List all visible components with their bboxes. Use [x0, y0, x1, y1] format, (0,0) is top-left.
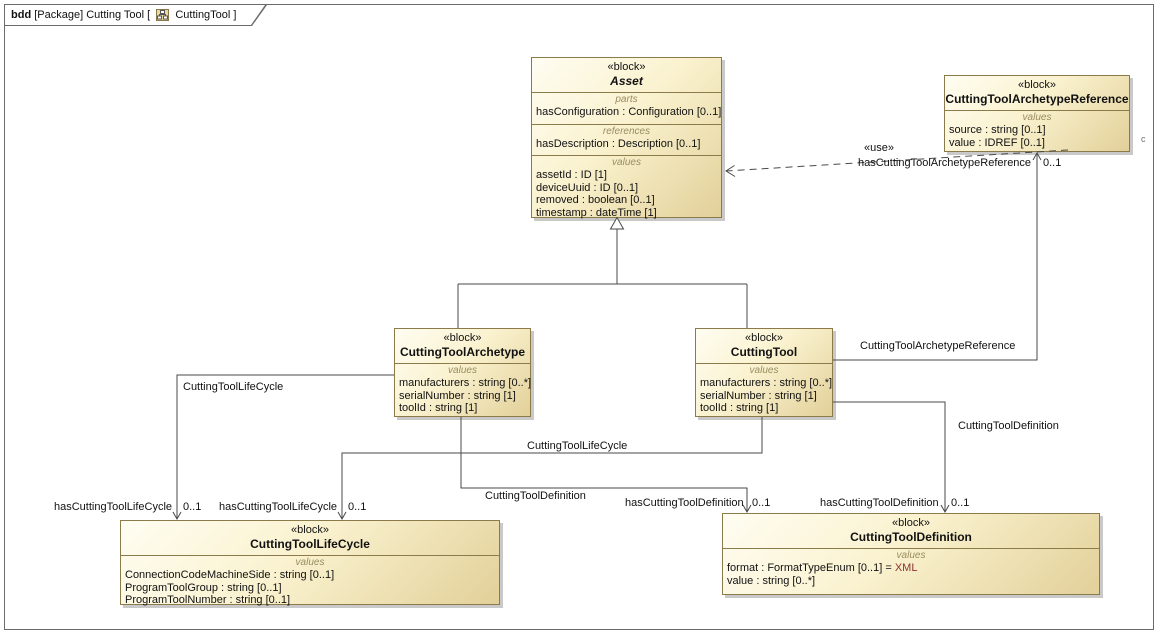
frame-tab-title: bdd [Package] Cutting Tool [ CuttingTool…: [5, 5, 265, 25]
block-cutting-tool[interactable]: «block» CuttingTool values manufacturers…: [695, 328, 833, 417]
role-label[interactable]: hasCuttingToolDefinition: [820, 497, 939, 509]
attribute-row[interactable]: source : string [0..1]: [949, 124, 1046, 136]
block-header: «block» Asset: [532, 58, 721, 89]
attribute-row[interactable]: toolId : string [1]: [700, 402, 779, 414]
attribute-row[interactable]: removed : boolean [0..1]: [536, 194, 655, 206]
attribute-row[interactable]: timestamp : dateTime [1]: [536, 206, 657, 219]
block-header: «block» CuttingToolArchetype: [395, 329, 530, 360]
block-cutting-tool-archetype[interactable]: «block» CuttingToolArchetype values manu…: [394, 328, 531, 417]
role-label[interactable]: hasCuttingToolLifeCycle: [54, 501, 173, 513]
attribute-row[interactable]: format : FormatTypeEnum [0..1] = XML: [723, 562, 1099, 575]
diagram-frame: [4, 4, 1154, 630]
attribute-row[interactable]: value : IDREF [0..1]: [949, 136, 1045, 149]
block-name: Asset: [610, 74, 643, 88]
parts-compartment: parts hasConfiguration : Configuration […: [532, 92, 721, 121]
multiplicity-label[interactable]: 0..1: [1043, 157, 1062, 169]
values-compartment: values ConnectionCodeMachineSide : strin…: [121, 555, 499, 609]
attribute-row[interactable]: ConnectionCodeMachineSide : string [0..1…: [125, 569, 335, 581]
diagram-icon: [156, 9, 169, 21]
association-name-label[interactable]: CuttingToolLifeCycle: [527, 440, 628, 452]
attribute-text: format : FormatTypeEnum [0..1] =: [727, 562, 895, 574]
attribute-row[interactable]: manufacturers : string [0..*]: [399, 377, 532, 389]
use-stereotype-label[interactable]: «use»: [864, 142, 894, 154]
block-name: CuttingToolDefinition: [850, 530, 972, 544]
attribute-row[interactable]: hasConfiguration : Configuration [0..1]: [536, 106, 722, 118]
attribute-row[interactable]: assetId : ID [1]: [536, 169, 607, 181]
compartment-label: values: [749, 365, 779, 376]
stereotype-label: «block»: [607, 61, 646, 73]
values-compartment: values assetId : ID [1] deviceUuid : ID …: [532, 155, 721, 221]
attribute-default-value: XML: [894, 562, 918, 574]
block-cutting-tool-life-cycle[interactable]: «block» CuttingToolLifeCycle values Conn…: [120, 520, 500, 606]
block-cutting-tool-archetype-reference[interactable]: «block» CuttingToolArchetypeReference va…: [944, 75, 1130, 152]
attribute-row[interactable]: ProgramToolGroup : string [0..1]: [125, 581, 282, 594]
block-name: CuttingTool: [730, 345, 798, 359]
compartment-label: references: [602, 125, 651, 137]
block-name: CuttingToolArchetype: [399, 345, 526, 359]
block-asset[interactable]: «block» Asset parts hasConfiguration : C…: [531, 57, 722, 221]
attribute-row[interactable]: value : string [0..*]: [727, 574, 816, 587]
frame-tab: bdd [Package] Cutting Tool [ CuttingTool…: [5, 5, 267, 26]
values-compartment: values manufacturers : string [0..*] ser…: [395, 363, 532, 417]
compartment-label: values: [295, 557, 325, 568]
diagram-name-label: CuttingTool ]: [172, 9, 237, 21]
compartment-label: parts: [615, 94, 638, 105]
attribute-row[interactable]: deviceUuid : ID [0..1]: [536, 181, 639, 194]
multiplicity-label[interactable]: 0..1: [183, 501, 202, 513]
stereotype-label: «block»: [291, 524, 329, 536]
multiplicity-label[interactable]: 0..1: [348, 501, 367, 513]
stereotype-label: «block»: [1018, 79, 1056, 91]
corner-mark: c: [1141, 134, 1146, 144]
block-name: CuttingToolArchetypeReference: [945, 92, 1129, 106]
multiplicity-label[interactable]: 0..1: [752, 497, 771, 509]
attribute-row[interactable]: ProgramToolNumber : string [0..1]: [125, 594, 291, 606]
attribute-row[interactable]: serialNumber : string [1]: [399, 389, 516, 402]
attribute-row[interactable]: manufacturers : string [0..*]: [700, 377, 833, 389]
association-name-label[interactable]: CuttingToolArchetypeReference: [860, 340, 1016, 352]
attribute-row[interactable]: serialNumber : string [1]: [700, 389, 817, 402]
association-name-label[interactable]: CuttingToolDefinition: [958, 420, 1059, 432]
block-header: «block» CuttingToolLifeCycle: [121, 521, 499, 552]
role-label[interactable]: hasCuttingToolArchetypeReference: [858, 157, 1032, 169]
compartment-label: values: [448, 365, 477, 376]
diagram-kind-label: bdd: [11, 9, 32, 21]
block-name: CuttingToolLifeCycle: [250, 537, 370, 551]
compartment-label: values: [612, 157, 641, 168]
stereotype-label: «block»: [892, 517, 930, 529]
block-header: «block» CuttingToolDefinition: [723, 514, 1099, 545]
references-compartment: references hasDescription : Description …: [532, 123, 721, 153]
association-name-label[interactable]: CuttingToolLifeCycle: [183, 381, 284, 393]
stereotype-label: «block»: [443, 332, 482, 344]
multiplicity-label[interactable]: 0..1: [951, 497, 970, 509]
values-compartment: values source : string [0..1] value : ID…: [945, 110, 1129, 151]
attribute-row[interactable]: toolId : string [1]: [399, 402, 478, 414]
block-header: «block» CuttingTool: [696, 329, 832, 360]
association-name-label[interactable]: CuttingToolDefinition: [485, 490, 586, 502]
block-cutting-tool-definition[interactable]: «block» CuttingToolDefinition values for…: [722, 513, 1100, 595]
block-header: «block» CuttingToolArchetypeReference: [945, 76, 1129, 107]
compartment-label: values: [1022, 112, 1052, 123]
attribute-row[interactable]: hasDescription : Description [0..1]: [536, 137, 701, 150]
stereotype-label: «block»: [745, 332, 783, 344]
role-label[interactable]: hasCuttingToolDefinition: [625, 497, 744, 509]
diagram-context-label: [Package] Cutting Tool [: [31, 9, 154, 21]
compartment-label: values: [896, 550, 926, 561]
role-label[interactable]: hasCuttingToolLifeCycle: [219, 501, 338, 513]
values-compartment: values manufacturers : string [0..*] ser…: [696, 363, 832, 417]
values-compartment: values format : FormatTypeEnum [0..1] = …: [723, 548, 1099, 589]
